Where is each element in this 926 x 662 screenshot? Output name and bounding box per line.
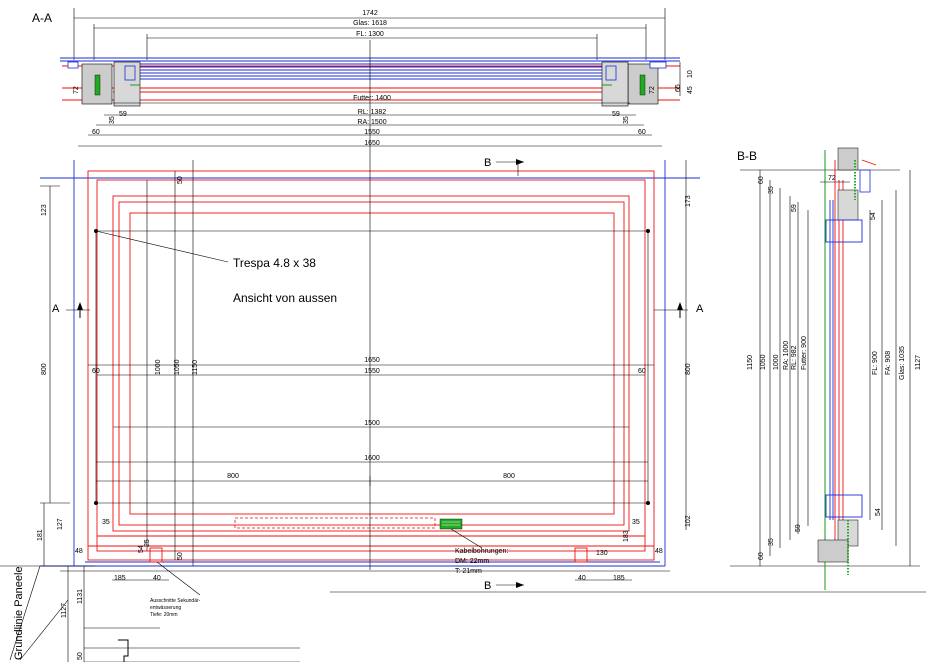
dim-1650-top: 1650	[364, 140, 380, 147]
dim-1550-elev: 1550	[364, 368, 380, 375]
dim-185-left: 185	[114, 575, 126, 582]
dim-35-right: 35	[623, 116, 630, 124]
section-aa-label: A-A	[32, 11, 52, 25]
dim-1600-elev: 1600	[364, 455, 380, 462]
dim-185-right: 185	[613, 575, 625, 582]
dim-60-left-elev: 60	[92, 368, 100, 375]
elevation-view: 1650 1550 1500 1600 800 800 60 60 1000 1…	[37, 157, 704, 618]
dim-rl-1382: RL: 1382	[358, 109, 387, 116]
bb-dim-rl-982: RL: 982	[791, 345, 798, 370]
dim-65: 65	[675, 84, 682, 92]
note-material: Trespa 4.8 x 38	[233, 256, 316, 270]
section-b-top-label: B	[484, 157, 491, 169]
dim-60-right: 60	[638, 129, 646, 136]
bb-dim-59-top: 59	[791, 204, 798, 212]
dim-183: 183	[623, 530, 630, 542]
dim-1650-elev: 1650	[364, 357, 380, 364]
dim-48-left: 48	[75, 548, 83, 555]
dim-50-bottom: 50	[177, 552, 184, 560]
bb-dim-54-top: 54	[870, 212, 877, 220]
dim-54: 54	[138, 545, 145, 553]
dim-800-left: 800	[227, 473, 239, 480]
dim-800-right: 800	[503, 473, 515, 480]
bb-dim-72: 72	[828, 175, 836, 182]
bb-dim-1127: 1127	[915, 355, 922, 370]
note-cutout-3: Tiefe: 20mm	[150, 612, 178, 618]
panel-baseline-detail: 1127 1131 50 Grundlinie Paneele	[0, 565, 300, 662]
dim-181: 181	[37, 529, 44, 541]
dim-fl-1300: FL: 1300	[356, 31, 384, 38]
section-a-right-label: A	[696, 303, 704, 315]
bb-dim-fa-908: FA: 908	[885, 351, 892, 375]
dim-1050: 1050	[174, 359, 181, 375]
dim-40-right: 40	[578, 575, 586, 582]
section-a-left-label: A	[52, 303, 60, 315]
dim-45: 45	[687, 86, 694, 94]
section-bb-label: B-B	[737, 149, 757, 163]
dim-102: 102	[685, 515, 692, 527]
dim-35-left: 35	[109, 116, 116, 124]
dim-59-left: 59	[119, 111, 127, 118]
dim-127: 127	[57, 518, 64, 530]
bb-dim-futter-900: Futter: 900	[801, 336, 808, 370]
dim-60-left: 60	[92, 129, 100, 136]
dim-1550-top: 1550	[364, 129, 380, 136]
dim-10: 10	[687, 70, 694, 78]
bb-dim-ra-1000: RA: 1000	[783, 341, 790, 370]
bb-dim-60-bottom: 60	[758, 552, 765, 560]
bb-dim-1150: 1150	[747, 355, 754, 370]
note-cable-1: Kabelbohrungen:	[455, 548, 508, 555]
bb-dim-glas-1035: Glas: 1035	[899, 346, 906, 380]
bb-dim-35-bottom: 35	[768, 538, 775, 546]
dim-50-panel: 50	[77, 652, 84, 660]
note-cutout-1: Ausschnitte Sekundär-	[150, 598, 201, 604]
dim-1500-elev: 1500	[364, 420, 380, 427]
dim-ra-1500: RA: 1500	[357, 119, 386, 126]
dim-130: 130	[596, 550, 608, 557]
dim-35-left-elev: 35	[102, 519, 110, 526]
dim-1150: 1150	[192, 360, 199, 375]
section-b-bottom-label: B	[484, 580, 491, 592]
dim-25: 25	[144, 539, 151, 547]
bb-dim-fl-900: FL: 900	[872, 351, 879, 375]
dim-800-vert-right: 800	[685, 363, 692, 375]
section-aa: A-A 1742 Glas: 1618 FL: 1300	[32, 8, 694, 160]
bb-dim-54-bottom: 54	[875, 508, 882, 516]
dim-1742: 1742	[362, 10, 378, 17]
dim-40-left: 40	[153, 575, 161, 582]
dim-50-top: 50	[177, 176, 184, 184]
dim-1127-panel: 1127	[61, 603, 68, 618]
note-view: Ansicht von aussen	[233, 291, 337, 305]
bb-dim-59-bottom: 59	[795, 524, 802, 532]
dim-48-right: 48	[655, 548, 663, 555]
dim-glas-1618: Glas: 1618	[353, 20, 387, 27]
note-panel-baseline: Grundlinie Paneele	[13, 566, 25, 660]
bb-dim-1050: 1050	[760, 354, 767, 370]
dim-123: 123	[41, 204, 48, 216]
dim-173: 173	[685, 195, 692, 207]
bb-dim-60-top: 60	[758, 176, 765, 184]
dim-59-right: 59	[612, 111, 620, 118]
dim-futter-1400: Futter: 1400	[353, 95, 391, 102]
dim-72-left: 72	[73, 86, 80, 94]
note-cable-3: T: 21mm	[455, 568, 482, 575]
dim-1131: 1131	[77, 589, 84, 604]
dim-1000: 1000	[155, 359, 162, 375]
dim-800-vert-left: 800	[41, 363, 48, 375]
note-cutout-2: entwässerung	[150, 605, 181, 611]
bb-dim-1000: 1000	[773, 354, 780, 370]
note-cable-2: DM: 22mm	[455, 558, 489, 565]
dim-60-right-elev: 60	[638, 368, 646, 375]
bb-dim-35-top: 35	[768, 186, 775, 194]
dim-35-right-elev: 35	[632, 519, 640, 526]
section-bb: B-B 1150 1050 1000 RA: 1000	[330, 147, 926, 593]
dim-72-right: 72	[649, 86, 656, 94]
